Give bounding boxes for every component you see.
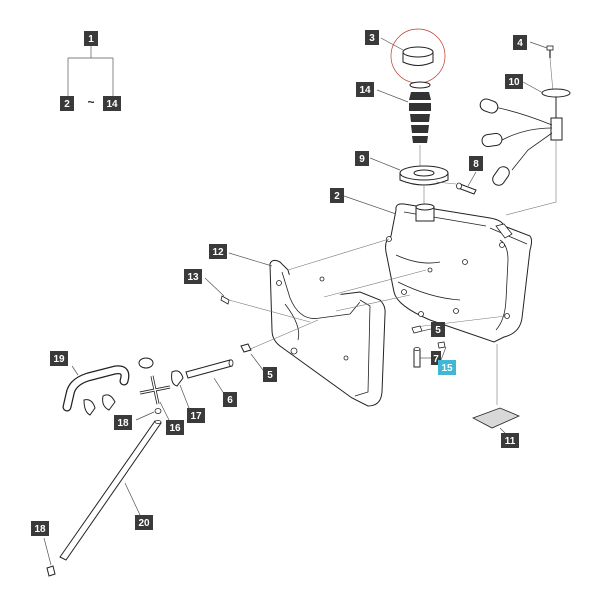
part-9-ring[interactable] <box>399 165 449 208</box>
callout-6: 6 <box>223 392 237 407</box>
svg-text:6: 6 <box>227 395 233 406</box>
callout-16: 16 <box>166 420 184 435</box>
part-18-cap-upper[interactable] <box>138 357 162 414</box>
part-12-bracket[interactable] <box>228 238 427 407</box>
part-11-pad[interactable] <box>472 407 521 429</box>
svg-text:14: 14 <box>106 99 118 110</box>
callout-1: 1 <box>84 31 98 46</box>
callout-15: 15 <box>438 360 456 375</box>
svg-text:18: 18 <box>34 524 46 535</box>
part-6-tube[interactable] <box>185 359 234 379</box>
svg-text:8: 8 <box>473 159 479 170</box>
svg-text:10: 10 <box>508 77 520 88</box>
svg-text:5: 5 <box>435 325 441 336</box>
svg-text:2: 2 <box>64 99 70 110</box>
svg-text:17: 17 <box>190 411 202 422</box>
svg-text:1: 1 <box>88 34 94 45</box>
range-tilde: ~ <box>87 95 94 109</box>
callout-5-left: 5 <box>263 367 277 382</box>
callout-19: 19 <box>50 351 68 366</box>
callout-18-upper: 18 <box>114 415 132 430</box>
callout-14-range-end: 14 <box>103 96 121 111</box>
svg-text:18: 18 <box>117 418 129 429</box>
callout-10: 10 <box>505 74 523 89</box>
svg-text:9: 9 <box>359 154 365 165</box>
svg-text:13: 13 <box>187 272 199 283</box>
callout-20: 20 <box>135 515 153 530</box>
part-16-cross-fitting[interactable] <box>139 375 171 405</box>
svg-text:5: 5 <box>267 370 273 381</box>
callout-17: 17 <box>187 408 205 423</box>
part-2-fuel-tank[interactable] <box>385 203 532 405</box>
callout-3: 3 <box>365 30 379 45</box>
part-5-nut-right[interactable] <box>411 325 423 334</box>
part-14-filler-neck[interactable] <box>409 81 431 168</box>
part-3-cap[interactable] <box>390 28 446 84</box>
range-bracket <box>67 46 114 96</box>
callout-2-range-start: 2 <box>60 96 74 111</box>
callout-8: 8 <box>469 156 483 171</box>
callout-2: 2 <box>330 188 344 203</box>
callout-13: 13 <box>184 269 202 284</box>
part-18-cap-lower[interactable] <box>46 565 56 577</box>
svg-text:4: 4 <box>517 38 523 49</box>
svg-text:7: 7 <box>433 354 439 365</box>
callout-5-right: 5 <box>431 322 445 337</box>
part-7-spacer[interactable] <box>413 347 421 368</box>
part-20-pipe[interactable] <box>59 420 162 561</box>
part-19-hose[interactable] <box>62 365 130 416</box>
callout-12: 12 <box>209 244 227 259</box>
svg-text:16: 16 <box>169 423 181 434</box>
svg-text:12: 12 <box>212 247 224 258</box>
callout-18-lower: 18 <box>31 521 49 536</box>
callout-11: 11 <box>501 433 519 448</box>
svg-text:3: 3 <box>369 33 375 44</box>
callout-4: 4 <box>513 35 527 50</box>
callout-7: 7 <box>431 351 441 365</box>
svg-text:2: 2 <box>334 191 340 202</box>
callout-9: 9 <box>355 151 369 166</box>
part-17-clamp[interactable] <box>171 370 184 387</box>
svg-text:20: 20 <box>138 518 150 529</box>
part-13-screw[interactable] <box>220 295 230 305</box>
callout-14: 14 <box>356 82 374 97</box>
svg-text:11: 11 <box>505 436 516 447</box>
part-8-pin[interactable] <box>435 181 477 195</box>
svg-text:19: 19 <box>53 354 65 365</box>
svg-text:15: 15 <box>441 363 453 374</box>
part-4-screw[interactable] <box>546 45 554 93</box>
svg-text:14: 14 <box>359 85 371 96</box>
part-5-nut-left[interactable] <box>240 343 252 353</box>
part-15-clip[interactable] <box>437 341 446 349</box>
part-10-level-sender[interactable] <box>478 88 571 216</box>
